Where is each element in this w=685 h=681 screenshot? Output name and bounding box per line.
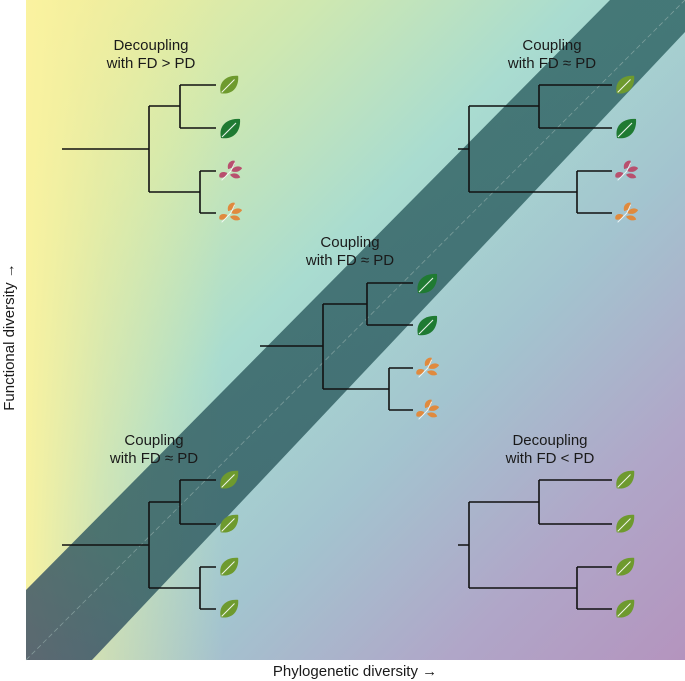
y-axis-label: Functional diversity → — [1, 263, 18, 411]
tree-bottom-right: Decoupling with FD < PD — [458, 432, 635, 619]
tree-top-right-branches — [458, 84, 612, 214]
tree-top-left: Decoupling with FD > PD — [62, 37, 243, 223]
tree-center: Coupling with FD ≈ PD — [260, 234, 440, 420]
tree-bottom-right-branches — [458, 479, 612, 610]
x-axis-label: Phylogenetic diversity → — [273, 663, 437, 680]
tree-top-left-branches — [62, 84, 216, 214]
tree-bottom-left-title-line1: Coupling — [124, 432, 183, 449]
tree-bottom-right-title-line1: Decoupling — [512, 432, 587, 449]
tree-top-right-title-line2: with FD ≈ PD — [507, 55, 596, 72]
tree-center-branches — [260, 282, 413, 411]
tree-top-left-title-line2: with FD > PD — [106, 55, 196, 72]
one-to-one-line — [25, 0, 685, 661]
tree-center-title-line1: Coupling — [320, 234, 379, 251]
tree-bottom-left-title-line2: with FD ≈ PD — [109, 450, 198, 467]
tree-top-left-title-line1: Decoupling — [113, 37, 188, 54]
tree-top-right: Coupling with FD ≈ PD — [458, 37, 639, 223]
tree-bottom-right-title-line2: with FD < PD — [505, 450, 595, 467]
tree-bottom-left-branches — [62, 479, 216, 610]
tree-center-title-line2: with FD ≈ PD — [305, 252, 394, 269]
tree-bottom-left: Coupling with FD ≈ PD — [62, 432, 239, 619]
tree-top-right-title-line1: Coupling — [522, 37, 581, 54]
